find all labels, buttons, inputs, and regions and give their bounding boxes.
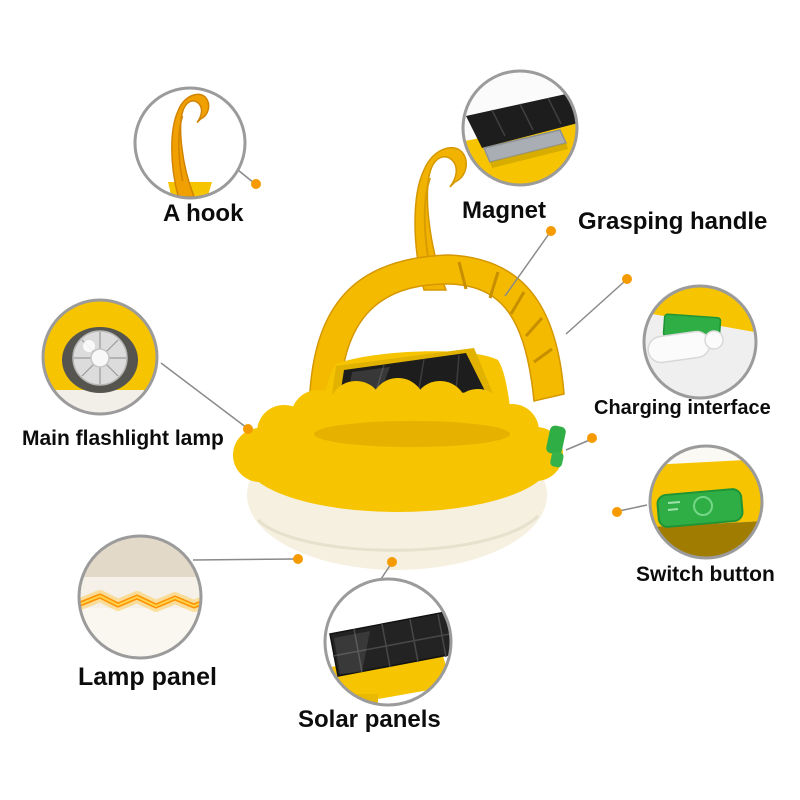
solar-art-grid [332, 613, 451, 673]
lamp-art-glow-core [79, 595, 201, 607]
product-charging-port [546, 425, 566, 455]
charging-art-plug-nub [704, 330, 724, 350]
flashlight-callout-art [43, 300, 157, 414]
lamp-panel-callout [77, 534, 203, 660]
switch-art-button-marks [667, 501, 681, 511]
charging-connector-line [565, 438, 593, 451]
switch-callout-art [650, 458, 762, 558]
lamp-panel-callout-ring [77, 534, 203, 660]
lantern-handle-ribs [457, 261, 553, 364]
magnet-callout [461, 69, 579, 187]
hook-callout-ring [133, 86, 247, 200]
solar-connector-line [380, 563, 392, 580]
grasping-handle-label: Grasping handle [578, 208, 767, 235]
charging-connector-dot [587, 433, 597, 443]
solar-callout-art [326, 609, 451, 705]
grasping-handle-connector-dot [622, 274, 632, 284]
solar-callout [323, 577, 453, 707]
lantern-product [233, 147, 566, 570]
magnet-art-panel-streaks [491, 97, 562, 137]
lamp-panel-label: Lamp panel [78, 663, 217, 691]
charging-callout-ring [642, 284, 758, 400]
magnet-connector-line [504, 230, 552, 297]
hook-callout-bg [135, 88, 245, 198]
charging-callout [642, 284, 758, 400]
switch-callout [648, 444, 764, 560]
hook-label: A hook [163, 200, 244, 227]
lamp-dome-shade [256, 514, 540, 552]
switch-connector-dot [612, 507, 622, 517]
flashlight-callout-ring [41, 298, 159, 416]
switch-connector-line [618, 504, 648, 512]
hook-connector-dot [251, 179, 261, 189]
lamp-panel-connector-line [192, 558, 297, 561]
flashlight-label: Main flashlight lamp [22, 427, 224, 450]
flashlight-connector-dot [243, 424, 253, 434]
charging-callout-art [644, 286, 756, 364]
hook-callout [133, 86, 247, 200]
solar-connector-dot [387, 557, 397, 567]
product-switch [550, 451, 564, 468]
hook-art-ridge [178, 115, 184, 182]
solar-panels-label: Solar panels [298, 706, 441, 733]
magnet-connector-dot [546, 226, 556, 236]
flashlight-art-led [90, 348, 110, 368]
flashlight-art-highlight [83, 340, 95, 352]
connectors [160, 165, 648, 580]
switch-art-green-button [656, 488, 744, 528]
lamp-panel-callout-art [79, 536, 201, 658]
labels: A hook Magnet Grasping handle Main flash… [22, 197, 775, 733]
charging-label: Charging interface [594, 397, 771, 419]
switch-art-button-ring [693, 496, 713, 516]
lamp-panel-connector-dot [293, 554, 303, 564]
hook-callout-art [168, 93, 212, 198]
solar-callout-ring [323, 577, 453, 707]
magnet-art-bar-shadow [490, 143, 568, 168]
neck-shadow [314, 421, 510, 447]
flashlight-connector-line [160, 362, 248, 429]
grasping-handle-connector-line [565, 280, 626, 335]
magnet-label: Magnet [462, 197, 546, 224]
solar-art-panel [329, 609, 451, 677]
flashlight-callout [41, 298, 159, 416]
switch-label: Switch button [636, 563, 775, 586]
magnet-callout-ring [461, 69, 579, 187]
lantern-handle [309, 254, 565, 402]
switch-callout-ring [648, 444, 764, 560]
magnet-callout-art [463, 94, 577, 185]
solar-art-glare [334, 631, 370, 674]
